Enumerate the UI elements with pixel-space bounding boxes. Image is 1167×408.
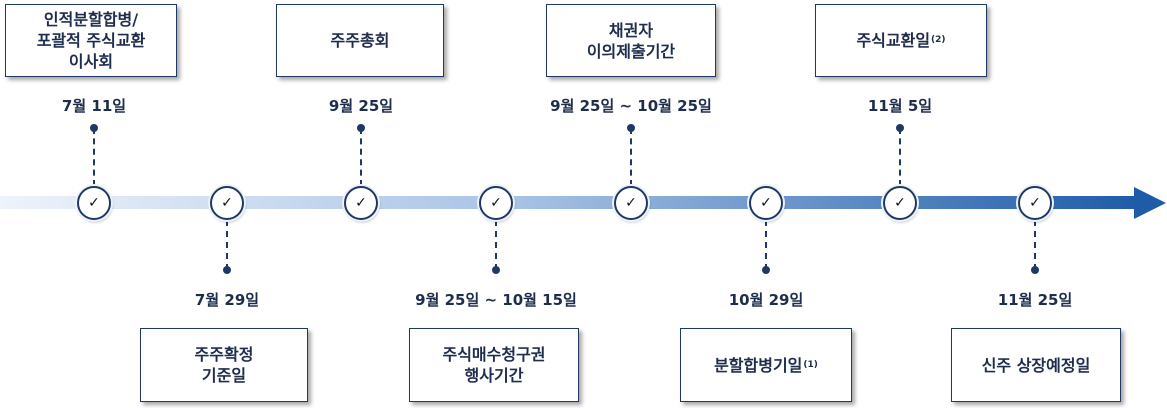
connector-line bbox=[360, 128, 362, 186]
timeline-bar bbox=[0, 196, 1136, 209]
connector-line bbox=[630, 128, 632, 186]
connector-dot bbox=[223, 266, 231, 274]
event-date-e2: 7월 29일 bbox=[194, 291, 260, 309]
connector-dot bbox=[762, 266, 770, 274]
checkmark-icon: ✓ bbox=[883, 186, 917, 220]
event-label: 분할합병기일 bbox=[714, 355, 803, 375]
event-box-e8: 신주 상장예정일 bbox=[951, 328, 1121, 402]
event-label: 인적분할합병/ 포괄적 주식교환 이사회 bbox=[36, 10, 146, 71]
event-box-e4: 주식매수청구권 행사기간 bbox=[409, 328, 579, 402]
event-date-e6: 10월 29일 bbox=[728, 291, 804, 309]
event-box-e6: 분할합병기일(1) bbox=[680, 328, 852, 402]
connector-line bbox=[1034, 220, 1036, 270]
connector-line bbox=[765, 220, 767, 270]
connector-dot bbox=[896, 124, 904, 132]
event-label: 주주총회 bbox=[330, 31, 390, 50]
event-date-e3: 9월 25일 bbox=[328, 97, 394, 115]
event-box-e1: 인적분할합병/ 포괄적 주식교환 이사회 bbox=[5, 4, 177, 77]
checkmark-icon: ✓ bbox=[749, 186, 783, 220]
checkmark-icon: ✓ bbox=[344, 186, 378, 220]
event-date-e7: 11월 5일 bbox=[867, 97, 933, 115]
event-box-e7: 주식교환일(2) bbox=[815, 4, 987, 77]
checkmark-icon: ✓ bbox=[210, 186, 244, 220]
event-box-e5: 채권자 이의제출기간 bbox=[546, 4, 716, 77]
checkmark-icon: ✓ bbox=[1018, 186, 1052, 220]
arrowhead-icon bbox=[1134, 187, 1166, 219]
event-date-e1: 7월 11일 bbox=[61, 97, 127, 115]
connector-line bbox=[495, 220, 497, 270]
connector-line bbox=[93, 128, 95, 186]
connector-dot bbox=[357, 124, 365, 132]
connector-dot bbox=[492, 266, 500, 274]
event-box-e2: 주주확정 기준일 bbox=[140, 328, 308, 402]
event-label: 주식매수청구권 행사기간 bbox=[442, 345, 546, 385]
footnote-marker: (2) bbox=[931, 35, 946, 45]
event-date-e8: 11월 25일 bbox=[997, 291, 1073, 309]
connector-line bbox=[226, 220, 228, 270]
event-date-e5: 9월 25일 ~ 10월 25일 bbox=[550, 97, 712, 115]
event-box-e3: 주주총회 bbox=[276, 4, 444, 77]
event-label: 신주 상장예정일 bbox=[981, 355, 1091, 375]
footnote-marker: (1) bbox=[803, 359, 818, 370]
checkmark-icon: ✓ bbox=[77, 186, 111, 220]
connector-dot bbox=[90, 124, 98, 132]
event-label: 채권자 이의제출기간 bbox=[586, 20, 676, 61]
checkmark-icon: ✓ bbox=[614, 186, 648, 220]
event-label: 주주확정 기준일 bbox=[194, 345, 254, 385]
checkmark-icon: ✓ bbox=[479, 186, 513, 220]
connector-dot bbox=[627, 124, 635, 132]
connector-dot bbox=[1031, 266, 1039, 274]
event-label: 주식교환일 bbox=[856, 31, 931, 50]
connector-line bbox=[899, 128, 901, 186]
event-date-e4: 9월 25일 ~ 10월 15일 bbox=[415, 291, 577, 309]
